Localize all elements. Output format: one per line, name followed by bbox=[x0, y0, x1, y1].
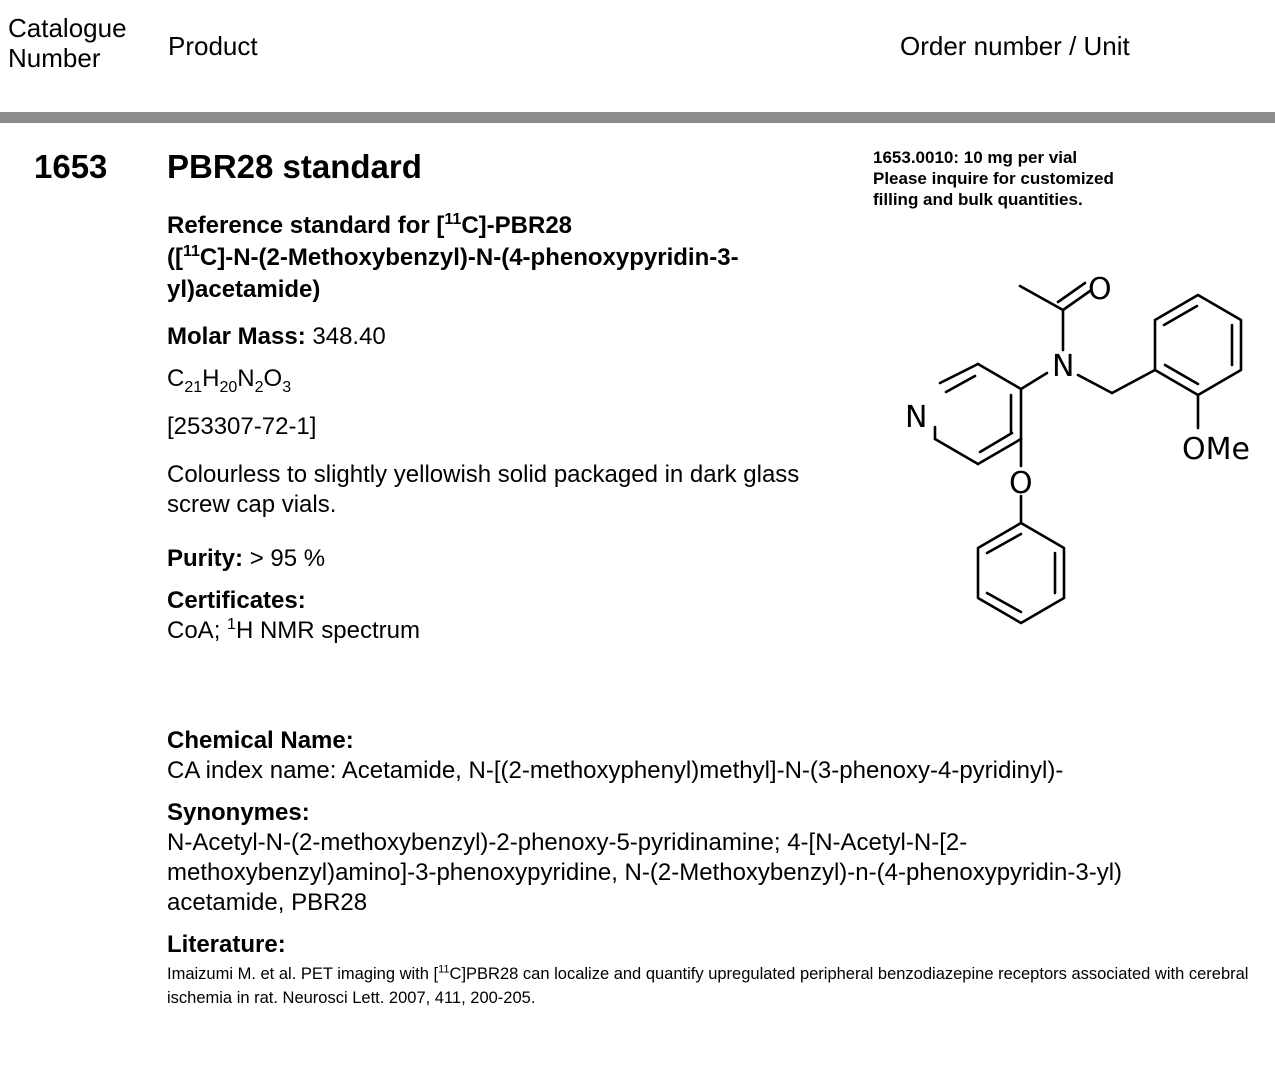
header-order-unit: Order number / Unit bbox=[900, 31, 1130, 61]
formula-n-count: 2 bbox=[254, 378, 264, 396]
ph-double-3 bbox=[985, 532, 1023, 555]
certificates-sup: 1 bbox=[227, 616, 236, 633]
literature-post: C]PBR28 can localize and quantify upregu… bbox=[167, 965, 1249, 1007]
certificates-label: Certificates: bbox=[167, 587, 306, 614]
header-product: Product bbox=[168, 31, 258, 61]
order-line-3: filling and bulk quantities. bbox=[873, 190, 1083, 209]
order-info: 1653.0010: 10 mg per vial Please inquire… bbox=[873, 147, 1273, 210]
literature-sup: 11 bbox=[438, 963, 450, 976]
pyr-bond-2 bbox=[938, 362, 980, 385]
cas-number: [253307-72-1] bbox=[167, 413, 317, 440]
product-subtitle: Reference standard for [11C]-PBR28 ([11C… bbox=[167, 210, 887, 306]
benzene-ring-methoxy bbox=[1153, 293, 1243, 397]
header-catalogue-line2: Number bbox=[8, 43, 101, 73]
molar-mass-label: Molar Mass: bbox=[167, 323, 306, 350]
benzene-ring-phenoxy bbox=[976, 521, 1066, 625]
purity-label: Purity: bbox=[167, 545, 244, 572]
bond-n-pyridine bbox=[1019, 371, 1049, 391]
formula-c: C bbox=[167, 365, 185, 392]
product-details: Reference standard for [11C]-PBR28 ([11C… bbox=[167, 210, 887, 646]
order-line-2: Please inquire for customized bbox=[873, 169, 1114, 188]
synonyms-value: N-Acetyl-N-(2-methoxybenzyl)-2-phenoxy-5… bbox=[167, 829, 1123, 916]
pyr-bond-2b bbox=[944, 374, 977, 394]
order-line-1: 1653.0010: 10 mg per vial bbox=[873, 148, 1078, 167]
certificates-post: H NMR spectrum bbox=[235, 617, 420, 644]
formula-o-count: 3 bbox=[282, 378, 292, 396]
ring-double-3 bbox=[1163, 363, 1200, 386]
purity: Purity: > 95 % bbox=[167, 544, 887, 574]
product-details-extended: Chemical Name: CA index name: Acetamide,… bbox=[167, 726, 1267, 1010]
atom-pyridine-nitrogen: N bbox=[905, 400, 927, 435]
catalogue-number: 1653 bbox=[34, 148, 108, 185]
purity-value: > 95 % bbox=[249, 545, 326, 572]
bond-ch2-aryl bbox=[1110, 368, 1157, 395]
ph-double-2 bbox=[985, 591, 1023, 614]
certificates-value: CoA; 1H NMR spectrum bbox=[167, 616, 887, 646]
formula-c-count: 21 bbox=[184, 378, 203, 396]
pyr-bond-4 bbox=[933, 437, 980, 466]
subtitle-line2-open: ([ bbox=[167, 244, 183, 271]
molar-mass-value: 348.40 bbox=[312, 323, 386, 350]
isotope-sup-2: 11 bbox=[182, 243, 200, 260]
pyr-bond-5b bbox=[978, 431, 1014, 454]
subtitle-prefix: Reference standard for [ bbox=[167, 212, 445, 239]
molar-mass: Molar Mass: 348.40 bbox=[167, 322, 887, 352]
atom-amide-nitrogen: N bbox=[1052, 349, 1074, 384]
molecular-formula: C21H20N2O3 bbox=[167, 364, 887, 396]
formula-o: O bbox=[263, 365, 283, 392]
synonyms-label: Synonymes: bbox=[167, 799, 310, 826]
header-divider bbox=[0, 112, 1275, 123]
bond-carbonyl-2 bbox=[1056, 281, 1087, 304]
atom-ether-oxygen: O bbox=[1009, 466, 1033, 501]
chemical-structure: O N N O OMe bbox=[905, 272, 1250, 625]
atom-methoxy: OMe bbox=[1182, 432, 1250, 467]
literature-pre: Imaizumi M. et al. PET imaging with [ bbox=[167, 965, 439, 983]
chemical-name-value: CA index name: Acetamide, N-[(2-methoxyp… bbox=[167, 757, 1064, 784]
isotope-sup-1: 11 bbox=[444, 211, 462, 228]
bond-methyl bbox=[1018, 284, 1065, 312]
atom-carbonyl-oxygen: O bbox=[1088, 272, 1112, 307]
subtitle-line2-rest: C]-N-(2-Methoxybenzyl)-N-(4-phenoxypyrid… bbox=[167, 244, 739, 303]
literature-label: Literature: bbox=[167, 931, 286, 958]
bond-n-ch2 bbox=[1076, 373, 1114, 395]
literature-value: Imaizumi M. et al. PET imaging with [11C… bbox=[167, 962, 1267, 1010]
formula-h: H bbox=[202, 365, 220, 392]
bond-carbonyl-1 bbox=[1061, 289, 1092, 312]
header-catalogue-number: Catalogue Number bbox=[8, 13, 127, 73]
formula-h-count: 20 bbox=[219, 378, 238, 396]
formula-n: N bbox=[237, 365, 255, 392]
pyr-bond-5 bbox=[976, 437, 1023, 466]
subtitle-mid: C]-PBR28 bbox=[461, 212, 573, 239]
certificates-pre: CoA; bbox=[167, 617, 228, 644]
product-title: PBR28 standard bbox=[167, 148, 422, 185]
header-catalogue-line1: Catalogue bbox=[8, 13, 127, 43]
ring-double-1 bbox=[1162, 304, 1199, 327]
pyr-bond-1 bbox=[976, 362, 1023, 391]
product-description: Colourless to slightly yellowish solid p… bbox=[167, 461, 800, 518]
chemical-name-label: Chemical Name: bbox=[167, 727, 354, 754]
